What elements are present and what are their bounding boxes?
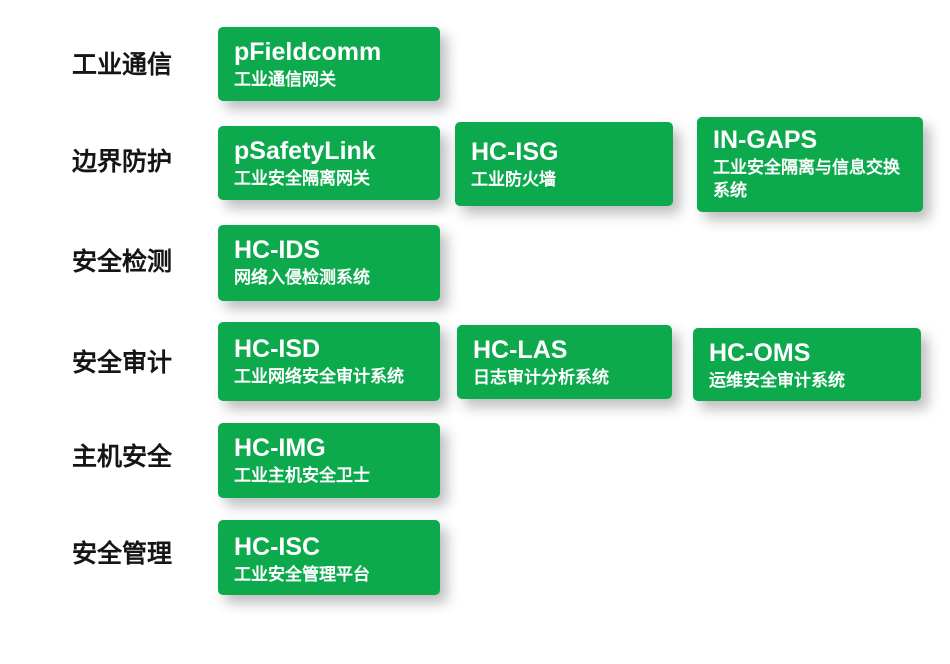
product-desc: 网络入侵检测系统 [234, 268, 370, 287]
category-label-security-management: 安全管理 [71, 540, 172, 568]
product-name: IN-GAPS [713, 126, 818, 154]
product-card-hc-las: HC-LAS 日志审计分析系统 [457, 325, 672, 399]
product-name: HC-LAS [473, 336, 568, 364]
category-label-security-audit: 安全审计 [71, 349, 172, 377]
product-desc: 运维安全审计系统 [709, 371, 845, 390]
product-desc: 工业通信网关 [234, 70, 336, 89]
product-card-in-gaps: IN-GAPS 工业安全隔离与信息交换系统 [697, 117, 923, 212]
category-label-boundary-protection: 边界防护 [71, 148, 172, 176]
category-label-security-detection: 安全检测 [71, 248, 172, 276]
product-name: pFieldcomm [234, 38, 382, 66]
product-desc: 工业主机安全卫士 [234, 466, 370, 485]
product-card-hc-ids: HC-IDS 网络入侵检测系统 [218, 225, 440, 301]
category-label-host-security: 主机安全 [71, 443, 172, 471]
product-desc: 工业安全隔离与信息交换系统 [713, 158, 900, 200]
product-card-pfieldcomm: pFieldcomm 工业通信网关 [218, 27, 440, 101]
product-card-hc-isc: HC-ISC 工业安全管理平台 [218, 520, 440, 595]
product-card-hc-oms: HC-OMS 运维安全审计系统 [693, 328, 921, 401]
product-desc: 工业安全隔离网关 [234, 169, 370, 188]
product-desc: 工业网络安全审计系统 [234, 367, 404, 386]
product-name: HC-IMG [234, 434, 326, 462]
product-name: pSafetyLink [234, 137, 376, 165]
product-name: HC-IDS [234, 236, 321, 264]
product-card-hc-isd: HC-ISD 工业网络安全审计系统 [218, 322, 440, 401]
product-name: HC-ISD [234, 335, 321, 363]
product-name: HC-ISC [234, 533, 321, 561]
product-name: HC-ISG [471, 138, 559, 166]
product-name: HC-OMS [709, 339, 811, 367]
product-desc: 工业安全管理平台 [234, 565, 370, 584]
product-card-hc-img: HC-IMG 工业主机安全卫士 [218, 423, 440, 498]
product-card-psafetylink: pSafetyLink 工业安全隔离网关 [218, 126, 440, 200]
category-label-industrial-communication: 工业通信 [71, 51, 172, 79]
product-card-hc-isg: HC-ISG 工业防火墙 [455, 122, 673, 206]
product-desc: 工业防火墙 [471, 170, 556, 189]
product-desc: 日志审计分析系统 [473, 368, 609, 387]
